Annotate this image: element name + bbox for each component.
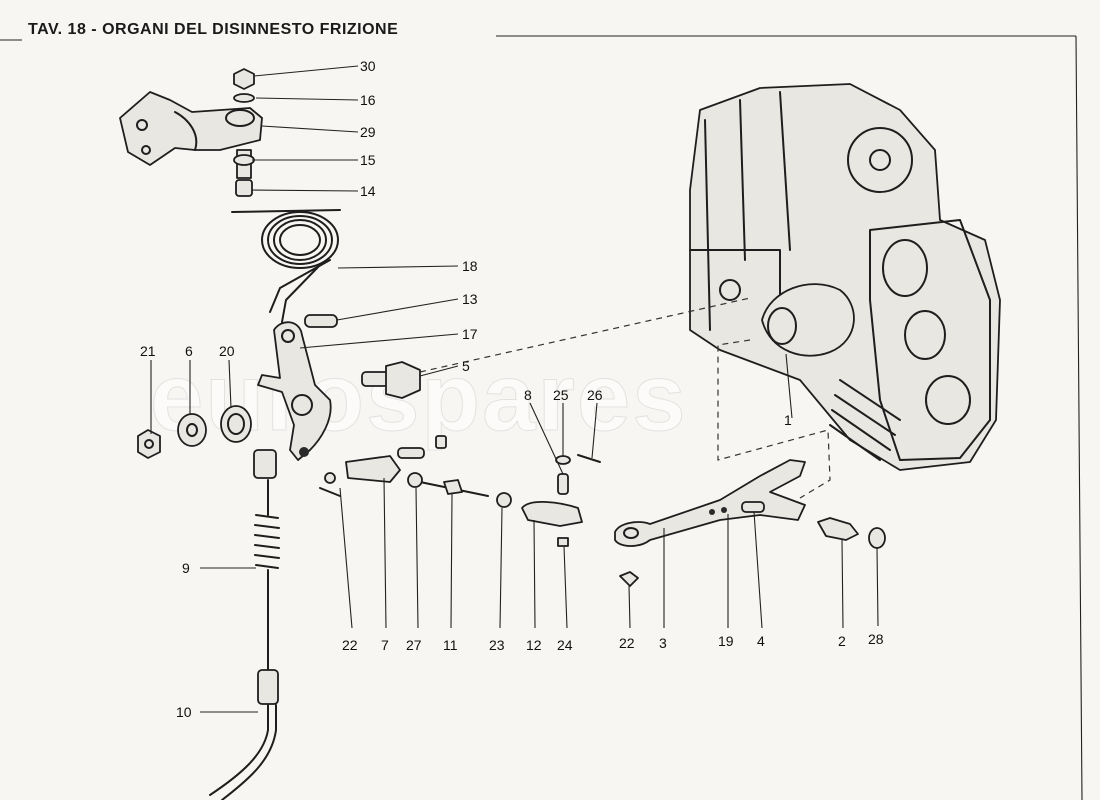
part-pin-13 — [304, 314, 338, 328]
callout-17: 17 — [462, 326, 478, 342]
callout-29: 29 — [360, 124, 376, 140]
callout-22b: 22 — [619, 635, 635, 651]
part-return-spring-18 — [231, 209, 341, 323]
part-pushrod-15-14 — [233, 149, 255, 197]
part-stud-2 — [817, 517, 859, 541]
callout-28: 28 — [868, 631, 884, 647]
part-slave-cylinder-body — [119, 91, 263, 166]
part-washer-28 — [868, 527, 886, 549]
callout-11: 11 — [443, 637, 458, 653]
callout-10: 10 — [176, 704, 192, 720]
callout-13: 13 — [462, 291, 478, 307]
part-pin-7b — [397, 435, 447, 459]
watermark-logo: eurospares — [150, 344, 688, 451]
part-nut-23 — [496, 492, 512, 508]
callout-3: 3 — [659, 635, 667, 651]
page-title: TAV. 18 - ORGANI DEL DISINNESTO FRIZIONE — [28, 21, 398, 38]
callout-27: 27 — [406, 637, 422, 653]
part-nut-21 — [137, 429, 161, 459]
callout-18: 18 — [462, 258, 478, 274]
callout-22a: 22 — [342, 637, 358, 653]
part-clutch-lever-17 — [257, 321, 332, 461]
part-bushing-20 — [220, 405, 252, 443]
callout-19: 19 — [718, 633, 734, 649]
callout-21: 21 — [140, 343, 156, 359]
part-release-fork-3 — [614, 459, 806, 587]
callout-leaders — [150, 65, 879, 713]
callout-30: 30 — [360, 58, 376, 74]
callout-23: 23 — [489, 637, 505, 653]
callout-4: 4 — [757, 633, 765, 649]
part-pin-8-25-26 — [555, 454, 601, 547]
callout-7: 7 — [381, 637, 389, 653]
part-adjust-rod-11 — [407, 472, 489, 497]
callout-labels: 30 16 29 15 14 18 13 17 5 21 6 20 8 25 2… — [140, 58, 884, 720]
callout-25: 25 — [553, 387, 569, 403]
part-fork-end-12 — [521, 501, 583, 527]
callout-24: 24 — [557, 637, 573, 653]
callout-16: 16 — [360, 92, 376, 108]
part-pivot-5 — [361, 361, 421, 399]
callout-14: 14 — [360, 183, 376, 199]
callout-8: 8 — [524, 387, 532, 403]
part-small-washer-22 — [319, 472, 341, 497]
sheet-frame — [0, 35, 1083, 800]
callout-20: 20 — [219, 343, 235, 359]
part-washer-6 — [177, 413, 207, 447]
callout-15: 15 — [360, 152, 376, 168]
part-nut-30 — [233, 68, 255, 103]
part-clutch-cable-9-10 — [209, 449, 280, 800]
callout-2: 2 — [838, 633, 846, 649]
part-gearbox-housing-1 — [689, 83, 1001, 471]
part-clevis-7 — [345, 455, 401, 483]
assembly-guide-lines — [419, 297, 831, 499]
callout-1: 1 — [784, 412, 792, 428]
callout-5: 5 — [462, 358, 470, 374]
callout-12: 12 — [526, 637, 542, 653]
callout-6: 6 — [185, 343, 193, 359]
callout-26: 26 — [587, 387, 603, 403]
callout-9: 9 — [182, 560, 190, 576]
